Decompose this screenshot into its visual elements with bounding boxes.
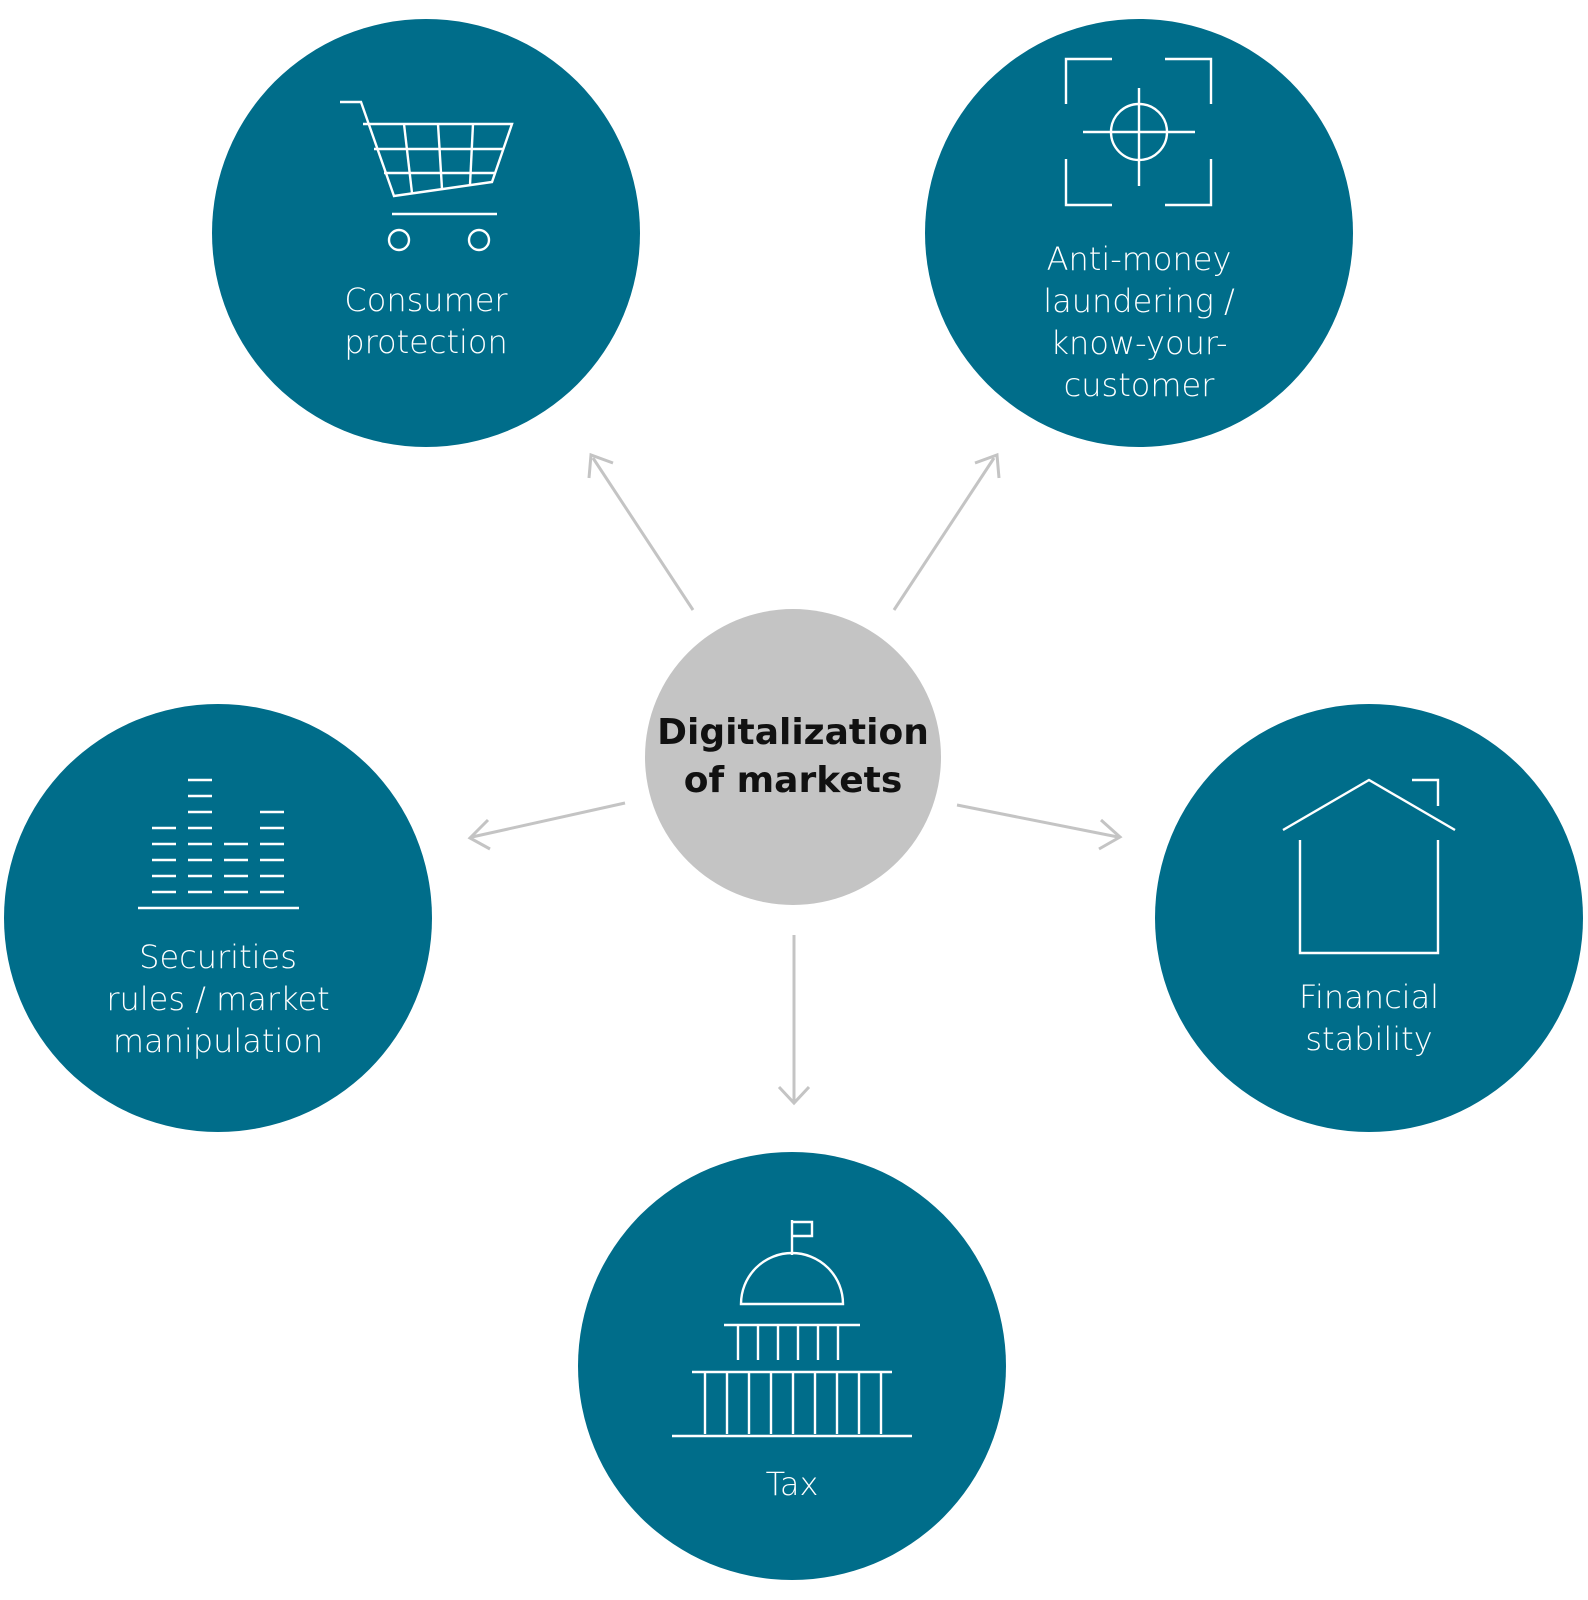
securities-label-line1: Securities	[139, 938, 297, 976]
shopping-cart-icon	[340, 100, 514, 252]
securities-circle	[4, 704, 432, 1132]
arrow-to-aml-kyc	[892, 452, 1001, 611]
center-circle	[645, 609, 941, 905]
financial-stability-label-line1: Financial	[1299, 978, 1439, 1016]
consumer-protection-circle	[212, 19, 640, 447]
center-label-line2: of markets	[684, 760, 903, 801]
node-financial-stability: Financial stability	[1155, 704, 1583, 1132]
node-securities: Securities rules / market manipulation	[4, 704, 432, 1132]
aml-kyc-label-line4: customer	[1064, 366, 1216, 404]
tax-circle	[578, 1152, 1006, 1580]
node-consumer-protection: Consumer protection	[212, 19, 640, 447]
node-tax: Tax	[578, 1152, 1006, 1580]
financial-stability-label-line2: stability	[1305, 1020, 1432, 1058]
arrow-to-financial-stability	[956, 803, 1123, 851]
center-label-line1: Digitalization	[657, 712, 929, 753]
arrow-to-consumer-protection	[587, 452, 695, 611]
consumer-protection-label-line2: protection	[344, 323, 507, 361]
aml-kyc-label-line3: know-your-	[1051, 324, 1228, 362]
aml-kyc-circle	[925, 19, 1353, 447]
securities-label-line2: rules / market	[106, 980, 329, 1018]
securities-label-line3: manipulation	[113, 1022, 323, 1060]
node-aml-kyc: Anti-money laundering / know-your- custo…	[925, 19, 1353, 447]
arrow-to-securities	[467, 801, 626, 851]
government-building-icon	[672, 1220, 912, 1438]
arrow-to-tax	[777, 935, 811, 1106]
target-crosshair-icon	[1064, 57, 1213, 207]
aml-kyc-label-line2: laundering /	[1043, 282, 1235, 320]
arrows	[467, 452, 1123, 1106]
center-node: Digitalization of markets	[645, 609, 941, 905]
financial-stability-circle	[1155, 704, 1583, 1132]
tax-label-line1: Tax	[766, 1465, 819, 1503]
bar-levels-icon	[138, 778, 299, 910]
consumer-protection-label-line1: Consumer	[344, 281, 508, 319]
house-icon	[1282, 778, 1456, 955]
aml-kyc-label-line1: Anti-money	[1047, 240, 1232, 278]
